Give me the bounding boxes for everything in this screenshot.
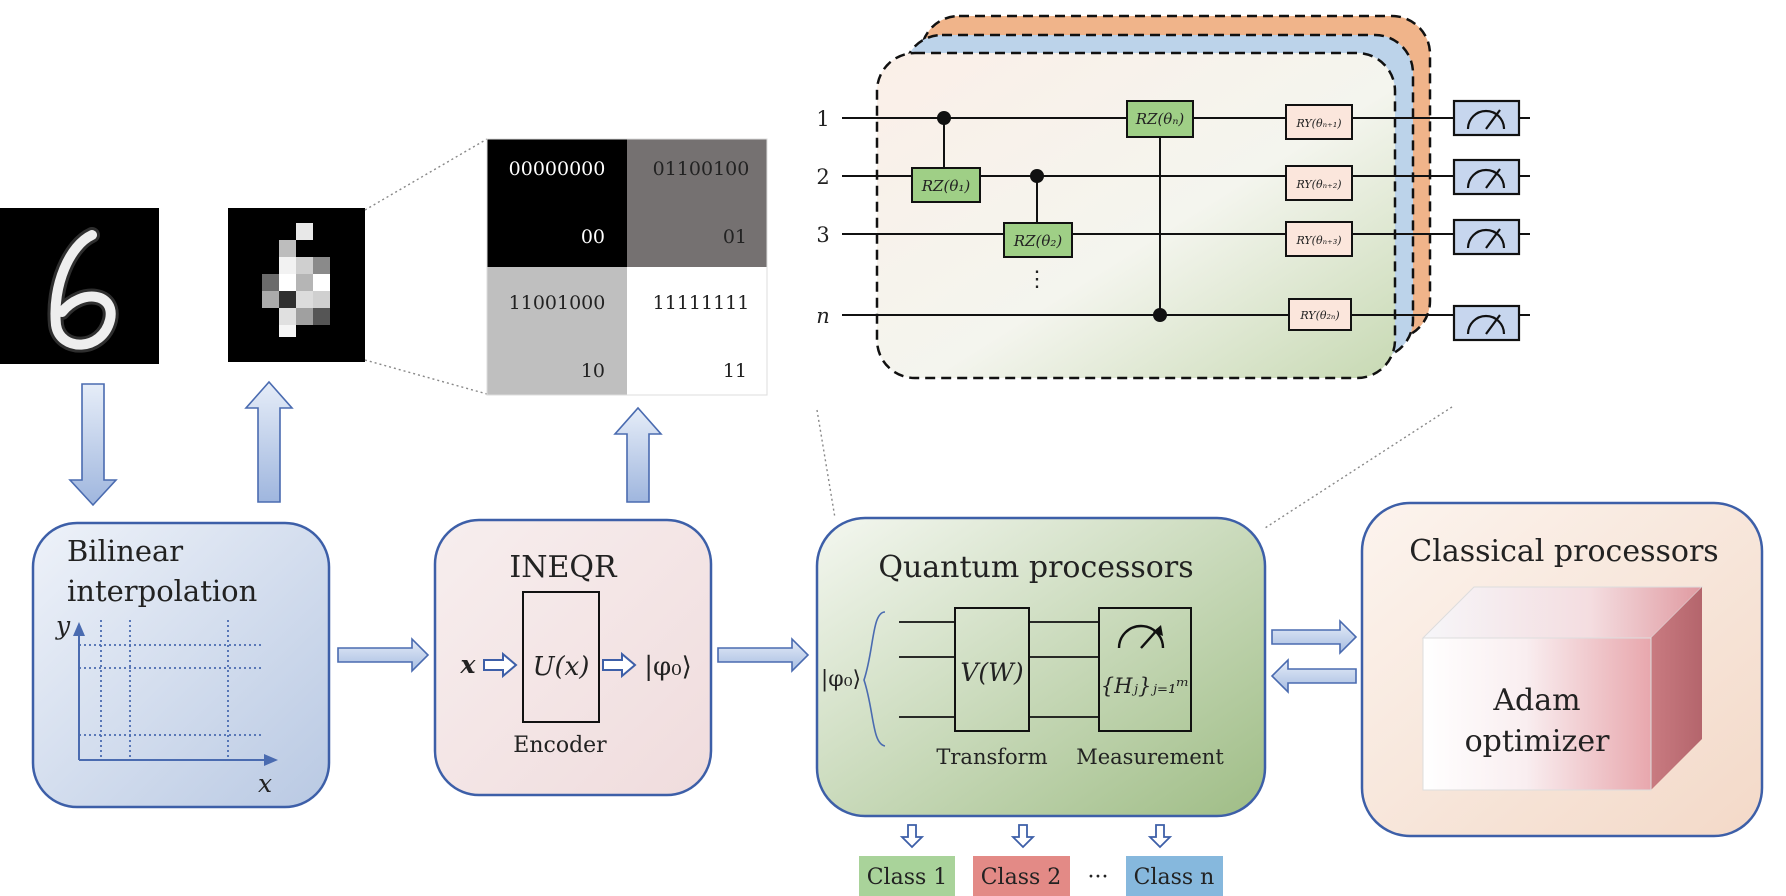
pixel-cell-10 bbox=[487, 267, 627, 395]
rz-gate-n bbox=[1126, 100, 1194, 138]
rz-gate-2 bbox=[1003, 222, 1073, 258]
ineqr-title: INEQR bbox=[509, 550, 618, 585]
pixel-bits-label: 11111111 bbox=[653, 292, 750, 314]
ry-gate-4-label: RY(θ₂ₙ) bbox=[1299, 309, 1339, 322]
class-2-label: Class 2 bbox=[981, 865, 1062, 890]
optimizer-cube bbox=[1421, 586, 1704, 791]
control-dot-n bbox=[1153, 308, 1167, 322]
measurement-gates bbox=[1452, 99, 1521, 342]
rz-gate-1-label: RZ(θ₁) bbox=[921, 177, 971, 195]
ry-gate-2-label: RY(θₙ₊₂) bbox=[1295, 178, 1341, 191]
ineqr-box bbox=[433, 518, 713, 797]
pixel-position-label: 01 bbox=[723, 226, 747, 248]
arrow-quantum-to-classical bbox=[1271, 619, 1358, 655]
arrow-classical-to-quantum bbox=[1270, 658, 1357, 694]
encoder-label: Encoder bbox=[513, 733, 607, 758]
ry-gate-3 bbox=[1285, 221, 1353, 257]
circuit-layer-front bbox=[875, 51, 1397, 380]
bilinear-title-line1: Bilinear bbox=[67, 534, 183, 568]
class-labels: Class 1 Class 2 ··· Class n bbox=[859, 856, 1223, 896]
quantum-circuit: 1 2 3 n RZ(θ₁) RZ(θ₂) RZ(θₙ) ⋮ RY(θₙ₊₁) … bbox=[816, 99, 1530, 342]
zoom-line-left bbox=[816, 409, 836, 519]
arrow-ineqr-to-quantum bbox=[717, 637, 810, 673]
classical-title: Classical processors bbox=[1409, 534, 1718, 569]
arrow-up-from-ineqr bbox=[613, 406, 663, 503]
control-dot-1 bbox=[937, 111, 951, 125]
class-1-label: Class 1 bbox=[867, 865, 948, 890]
meter-icon bbox=[1452, 218, 1521, 256]
digit-image-downsampled bbox=[228, 208, 365, 362]
qubit-label-n: n bbox=[816, 304, 830, 328]
encoder-operator: U(x) bbox=[533, 652, 590, 682]
arrow-down-to-bilinear bbox=[68, 383, 118, 507]
ry-gate-4 bbox=[1288, 298, 1352, 331]
zoom-line-bottom bbox=[364, 359, 488, 395]
class-output-arrow bbox=[1147, 824, 1173, 849]
meter-icon bbox=[1452, 99, 1521, 137]
transform-operator: V(W) bbox=[960, 658, 1023, 687]
circuit-layer-stack bbox=[875, 14, 1432, 380]
rz-gate-n-label: RZ(θₙ) bbox=[1135, 110, 1185, 128]
meter-icon bbox=[1452, 158, 1521, 196]
pixel-bits-label: 00000000 bbox=[509, 158, 606, 180]
qubit-label-1: 1 bbox=[816, 107, 829, 131]
pixel-position-label: 11 bbox=[723, 360, 747, 382]
zoom-line-top bbox=[364, 138, 488, 211]
encoder-output: |φ₀⟩ bbox=[644, 652, 692, 682]
bilinear-axis-x: x bbox=[258, 769, 272, 798]
zoom-line-right bbox=[1264, 406, 1453, 529]
encoder-unitary-box bbox=[522, 591, 600, 723]
bilinear-interpolation-box bbox=[31, 521, 331, 809]
measurement-label: Measurement bbox=[1076, 745, 1224, 769]
ry-gate-1 bbox=[1285, 104, 1353, 140]
ry-gate-1-label: RY(θₙ₊₁) bbox=[1295, 117, 1341, 130]
class-1-background bbox=[859, 856, 955, 896]
pixel-position-label: 10 bbox=[581, 360, 605, 382]
rz-gate-1 bbox=[911, 167, 981, 203]
bilinear-title-line2: interpolation bbox=[67, 574, 257, 608]
pixel-bits-label: 01100100 bbox=[653, 158, 750, 180]
pixel-position-label: 00 bbox=[581, 226, 605, 248]
pixel-cell-11 bbox=[627, 267, 767, 395]
class-n-label: Class n bbox=[1134, 865, 1215, 890]
quantum-title: Quantum processors bbox=[878, 550, 1193, 585]
ry-gate-2 bbox=[1285, 165, 1353, 201]
circuit-vdots: ⋮ bbox=[1026, 267, 1048, 292]
qubit-label-3: 3 bbox=[816, 223, 829, 247]
class-output-arrow bbox=[1010, 824, 1036, 849]
pixel-cell-00 bbox=[487, 139, 627, 267]
meter-icon bbox=[1452, 304, 1521, 342]
arrow-bilinear-to-ineqr bbox=[337, 637, 430, 673]
encoder-input: x bbox=[460, 650, 477, 679]
control-dot-2 bbox=[1030, 169, 1044, 183]
digit-image-original bbox=[0, 208, 159, 364]
qubit-label-2: 2 bbox=[816, 165, 829, 189]
optimizer-line1: Adam bbox=[1492, 683, 1580, 718]
class-2-background bbox=[973, 856, 1070, 896]
measurement-box bbox=[1098, 607, 1192, 732]
bilinear-axes-graphic: y x bbox=[55, 611, 278, 798]
quantum-input-state: |φ₀⟩ bbox=[821, 667, 861, 692]
class-output-arrow bbox=[899, 824, 925, 849]
measurement-operator: {Hⱼ}ⱼ₌₁ᵐ bbox=[1101, 674, 1190, 698]
class-n-background bbox=[1126, 856, 1223, 896]
transform-box bbox=[954, 607, 1030, 732]
encoder-in-arrow bbox=[483, 651, 518, 679]
arrow-up-from-bilinear bbox=[244, 380, 294, 503]
ry-gate-3-label: RY(θₙ₊₃) bbox=[1295, 234, 1341, 247]
optimizer-line2: optimizer bbox=[1465, 724, 1611, 759]
class-ellipsis: ··· bbox=[1088, 865, 1109, 890]
pixel-bits-label: 11001000 bbox=[509, 292, 606, 314]
quantum-processors-box bbox=[815, 516, 1267, 818]
rz-gate-2-label: RZ(θ₂) bbox=[1013, 232, 1063, 250]
pixel-encoding-grid: 00000000 00 01100100 01 11001000 10 1111… bbox=[486, 138, 768, 396]
encoder-out-arrow bbox=[602, 651, 637, 679]
pixel-cell-01 bbox=[627, 139, 767, 267]
transform-label: Transform bbox=[936, 745, 1047, 769]
input-brace bbox=[863, 611, 886, 747]
bilinear-axis-y: y bbox=[55, 611, 71, 640]
